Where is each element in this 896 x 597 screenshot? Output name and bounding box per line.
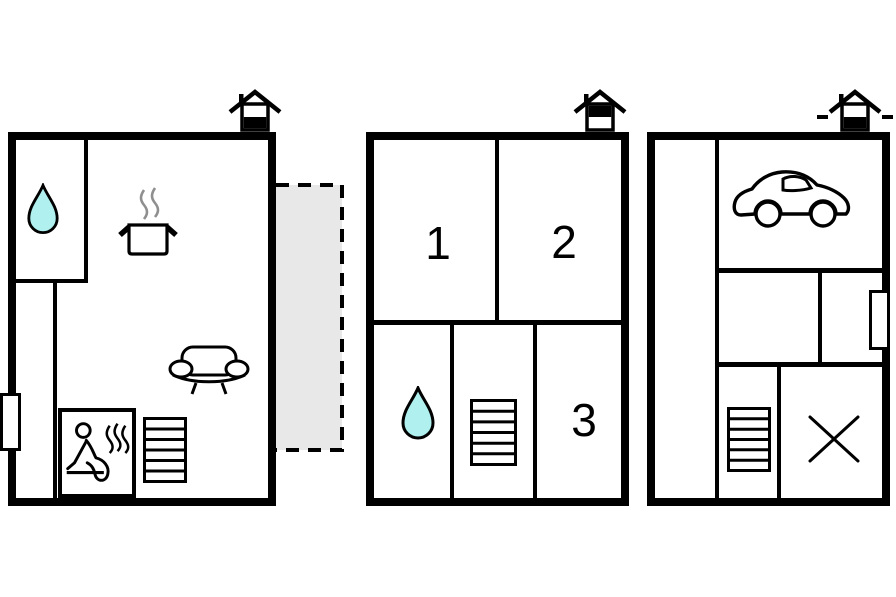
crossed-room-icon bbox=[808, 415, 860, 463]
window-icon bbox=[0, 393, 21, 451]
sauna-room bbox=[58, 408, 136, 498]
wall-room1-room2 bbox=[495, 140, 499, 322]
wall-horizontal-divider bbox=[374, 320, 621, 325]
stairs-icon bbox=[470, 399, 517, 466]
house-level-basement-icon bbox=[817, 89, 893, 132]
car-icon bbox=[732, 170, 851, 228]
wall-stairs-room3 bbox=[533, 325, 537, 498]
house-level-ground-icon bbox=[228, 89, 282, 132]
stairs-icon bbox=[143, 417, 187, 483]
house-level-upper-icon bbox=[573, 89, 627, 132]
room-1-label: 1 bbox=[425, 217, 451, 269]
wall-stairs-cross bbox=[777, 367, 781, 498]
sofa-icon bbox=[168, 345, 250, 395]
ground-floor-outline bbox=[8, 132, 276, 506]
wall-hallway bbox=[53, 283, 57, 498]
wall-bathroom-bottom bbox=[16, 279, 88, 283]
upper-floor-outline bbox=[366, 132, 629, 506]
room-2-label: 2 bbox=[551, 216, 577, 268]
water-drop-icon bbox=[401, 386, 435, 440]
cooking-pot-icon bbox=[118, 187, 178, 256]
wall-mid-horizontal bbox=[719, 362, 882, 367]
room-3-label: 3 bbox=[571, 394, 597, 446]
window-icon bbox=[869, 290, 890, 350]
water-drop-icon bbox=[27, 183, 59, 234]
wall-mid-vertical bbox=[818, 273, 822, 364]
ground-floor-plan bbox=[0, 0, 360, 597]
sauna-icon bbox=[66, 422, 130, 482]
stairs-icon bbox=[727, 407, 771, 472]
wall-bathroom-right bbox=[84, 140, 88, 283]
terrace bbox=[276, 183, 344, 452]
wall-bath-stairs bbox=[450, 325, 454, 498]
wall-garage-bottom bbox=[719, 268, 882, 273]
wall-hall-column bbox=[715, 140, 719, 498]
